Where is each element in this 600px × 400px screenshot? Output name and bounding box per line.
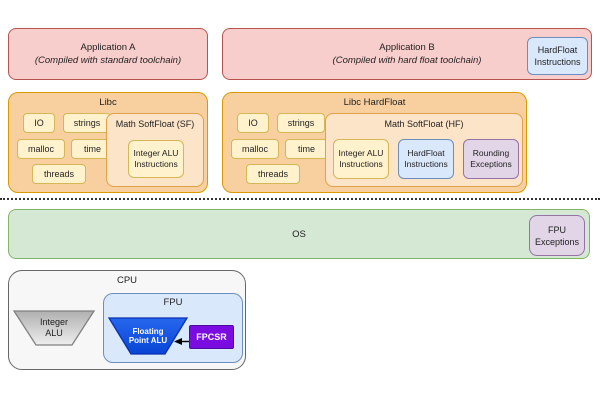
libc-hf-module-strings: strings — [277, 113, 325, 133]
floating-point-alu-trapezoid: Floating Point ALU — [108, 317, 188, 355]
libc-hf-module-threads: threads — [246, 164, 300, 184]
libc-module-strings: strings — [63, 113, 111, 133]
math-softfloat-hf-box: Math SoftFloat (HF) Integer ALU Instruct… — [325, 113, 523, 187]
fpcsr-to-alu-arrow — [174, 333, 189, 345]
application-a-subtitle: (Compiled with standard toolchain) — [34, 55, 182, 66]
fpu-title: FPU — [163, 297, 183, 308]
libc-hf-module-time: time — [285, 139, 328, 159]
os-box: OS FPU Exceptions — [8, 209, 590, 259]
libc-module-io: IO — [23, 113, 55, 133]
libc-module-time: time — [71, 139, 114, 159]
libc-title: Libc — [99, 97, 117, 108]
libc-hardfloat-title: Libc HardFloat — [343, 97, 406, 108]
floating-point-alu-shape — [108, 317, 188, 355]
integer-alu-label-wrap: Integer ALU — [13, 310, 95, 346]
math-softfloat-sf-title: Math SoftFloat (SF) — [115, 119, 195, 129]
libc-hardfloat-box: Libc HardFloat IO strings malloc time th… — [222, 92, 527, 193]
libc-module-threads: threads — [32, 164, 86, 184]
fpu-box: FPU Floating Point ALU — [103, 293, 243, 363]
application-a-title: Application A — [80, 42, 136, 53]
fpu-exceptions-box: FPU Exceptions — [529, 215, 585, 256]
math-softfloat-hf-title: Math SoftFloat (HF) — [384, 119, 464, 129]
application-b-text: Application B (Compiled with hard float … — [223, 29, 591, 79]
integer-alu-shape — [13, 310, 95, 346]
cpu-box: CPU Integer ALU FPU — [8, 270, 246, 370]
user-kernel-divider-line — [0, 198, 600, 200]
application-b-title: Application B — [379, 42, 435, 53]
appb-hardfloat-instructions-box: HardFloat Instructions — [527, 37, 588, 75]
fpcsr-box: FPCSR — [189, 325, 234, 349]
application-b-box: Application B (Compiled with hard float … — [222, 28, 592, 80]
hf-integer-alu-instructions-box: Integer ALU Instructions — [333, 139, 389, 179]
cpu-title: CPU — [116, 275, 138, 286]
application-b-subtitle: (Compiled with hard float toolchain) — [332, 55, 482, 66]
integer-alu-trapezoid: Integer ALU — [13, 310, 95, 346]
libc-hf-module-io: IO — [237, 113, 269, 133]
floating-point-alu-label-wrap: Floating Point ALU — [108, 317, 188, 355]
libc-module-malloc: malloc — [17, 139, 65, 159]
libc-hf-module-malloc: malloc — [231, 139, 279, 159]
libc-box: Libc IO strings malloc time threads Math… — [8, 92, 208, 193]
os-title: OS — [292, 228, 306, 240]
hf-rounding-exceptions-box: Rounding Exceptions — [463, 139, 519, 179]
sf-integer-alu-instructions-box: Integer ALU Instructions — [128, 140, 184, 178]
math-softfloat-sf-box: Math SoftFloat (SF) Integer ALU Instruct… — [106, 113, 204, 187]
floating-point-alu-label: Floating Point ALU — [128, 326, 168, 346]
integer-alu-label: Integer ALU — [39, 317, 69, 338]
hf-hardfloat-instructions-box: HardFloat Instructions — [398, 139, 454, 179]
application-a-box: Application A (Compiled with standard to… — [8, 28, 208, 80]
